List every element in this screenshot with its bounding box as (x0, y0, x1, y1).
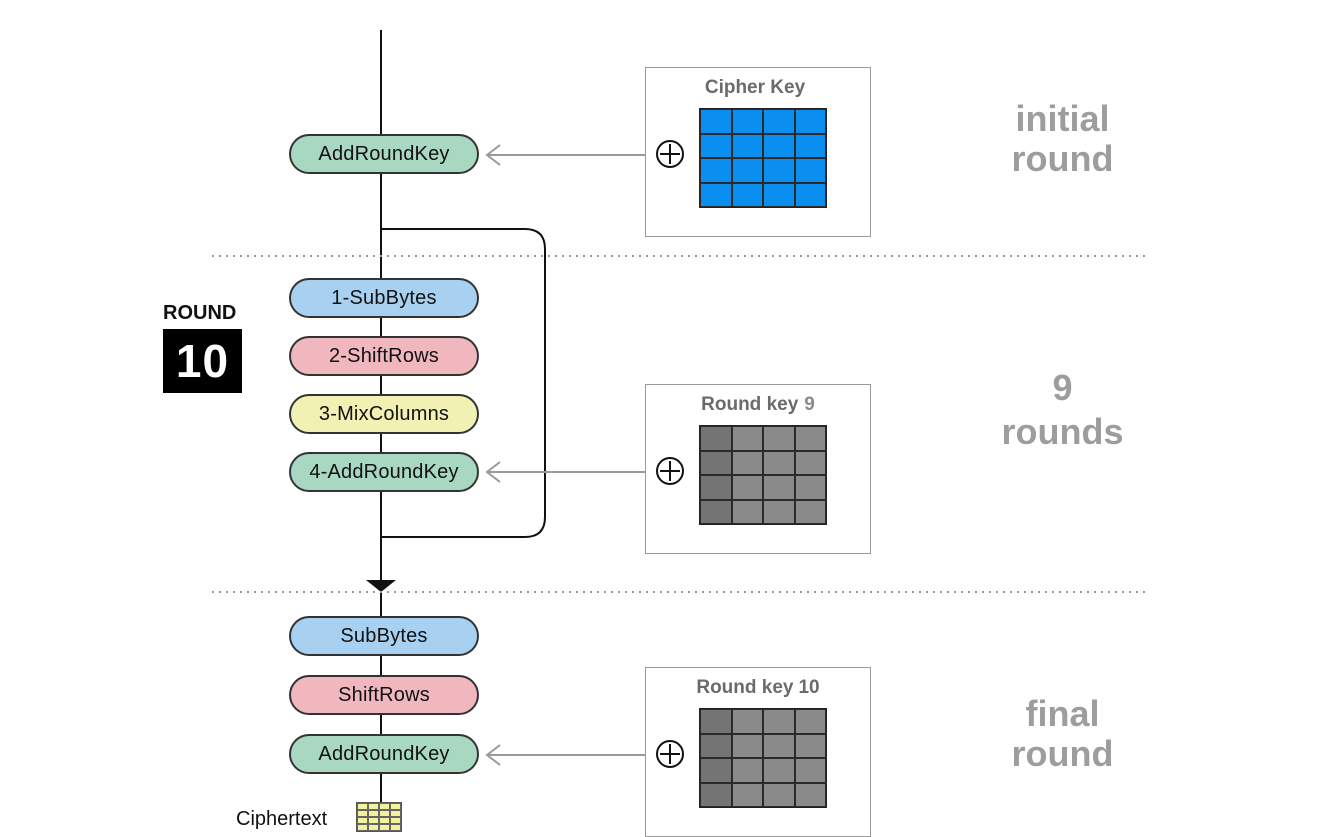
key-title: Cipher Key (646, 77, 870, 99)
label-line1: final (1025, 693, 1100, 734)
key-arrowhead-round (485, 461, 501, 483)
step-subbytes: 1-SubBytes (289, 278, 479, 318)
key-title-text: Round key (696, 677, 794, 698)
label-line2: round (1011, 138, 1114, 179)
round-loop-path (381, 228, 546, 538)
round-key-grid (699, 708, 827, 808)
key-arrowhead-initial (485, 144, 501, 166)
down-arrow-icon (366, 580, 396, 592)
cipher-key-grid (699, 108, 827, 208)
step-shiftrows: 2-ShiftRows (289, 336, 479, 376)
step-initial-addroundkey: AddRoundKey (289, 134, 479, 174)
key-title-number: 10 (798, 677, 820, 698)
key-title-text: Cipher Key (704, 77, 806, 98)
round-label: ROUND (163, 302, 237, 324)
round-key-grid (699, 425, 827, 525)
round-number-badge: 10 (163, 329, 242, 393)
xor-icon (656, 457, 684, 485)
key-title-text: Round key (701, 394, 799, 415)
initial-round-label: initial round (970, 99, 1155, 179)
key-title-number: 9 (804, 394, 815, 415)
step-final-subbytes: SubBytes (289, 616, 479, 656)
step-final-shiftrows: ShiftRows (289, 675, 479, 715)
final-round-label: final round (970, 694, 1155, 774)
ciphertext-grid-icon (356, 802, 402, 832)
step-mixcolumns: 3-MixColumns (289, 394, 479, 434)
nine-rounds-label: 9 rounds (970, 366, 1155, 454)
key-arrowhead-final (485, 744, 501, 766)
step-final-addroundkey: AddRoundKey (289, 734, 479, 774)
xor-icon (656, 740, 684, 768)
xor-icon (656, 140, 684, 168)
step-addroundkey: 4-AddRoundKey (289, 452, 479, 492)
label-line1: initial (1015, 98, 1110, 139)
cipher-key-box: Cipher Key (645, 67, 871, 237)
label-line1: 9 (1052, 367, 1073, 408)
ciphertext-label: Ciphertext (236, 808, 328, 830)
label-line2: rounds (1001, 411, 1124, 452)
label-line2: round (1011, 733, 1114, 774)
